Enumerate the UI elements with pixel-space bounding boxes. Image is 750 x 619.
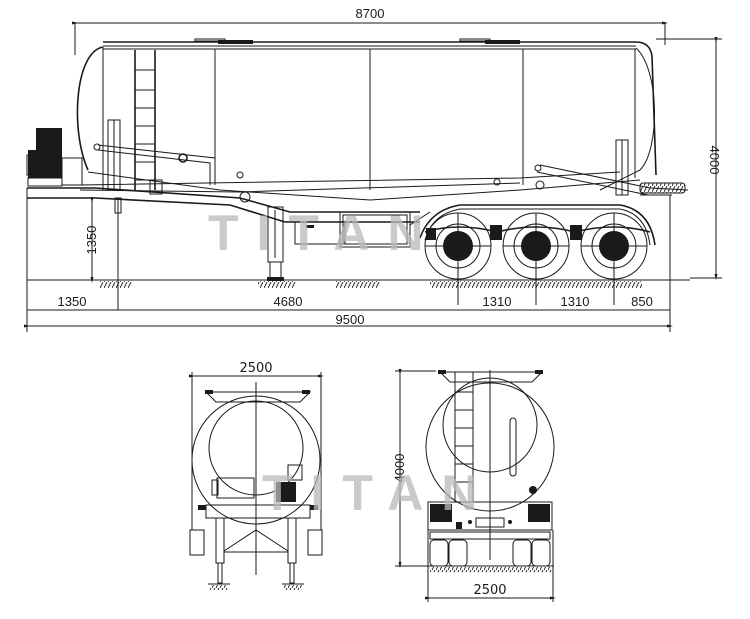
dim-label-front-overhang: 1350 [58, 294, 87, 309]
dim-label-axle-spacing-1: 1310 [483, 294, 512, 309]
fender [419, 204, 656, 246]
dim-label-4000-side: 4000 [707, 146, 722, 175]
dimension-overall-height: 4000 [656, 37, 722, 280]
dim-label-1350-height: 1350 [84, 226, 99, 255]
side-view: 8700 [24, 6, 722, 332]
watermark-bottom: TITAN [262, 465, 495, 521]
dim-label-rear-height: 4000 [392, 454, 407, 483]
chassis-frame [26, 187, 431, 281]
wheel-axle-3 [580, 212, 648, 305]
wheel-axle-2 [502, 212, 570, 305]
compressor-unit [26, 128, 83, 187]
front-view: 2500 [189, 361, 324, 590]
watermark-side: TITAN [208, 205, 441, 261]
dim-label-rear-width: 2500 [473, 583, 506, 598]
dimension-kingpin-height: 1350 [84, 197, 99, 283]
dim-label-8700: 8700 [356, 6, 385, 21]
dimension-chain: 1350 4680 1310 1310 850 9500 [24, 188, 673, 332]
suspension [424, 226, 651, 233]
dim-label-9500: 9500 [336, 312, 365, 327]
ladder [134, 50, 156, 190]
rear-view: 4000 2500 [392, 369, 556, 602]
dim-label-axle-spacing-2: 1310 [561, 294, 590, 309]
air-pipes [79, 119, 689, 203]
tank-body [76, 38, 657, 201]
dimension-tank-length: 8700 [72, 6, 668, 55]
dim-label-4680: 4680 [274, 294, 303, 309]
wheel-axle-1 [424, 212, 492, 305]
dim-label-850: 850 [631, 294, 653, 309]
dim-label-front-width: 2500 [239, 361, 272, 376]
ground-line [27, 279, 690, 288]
